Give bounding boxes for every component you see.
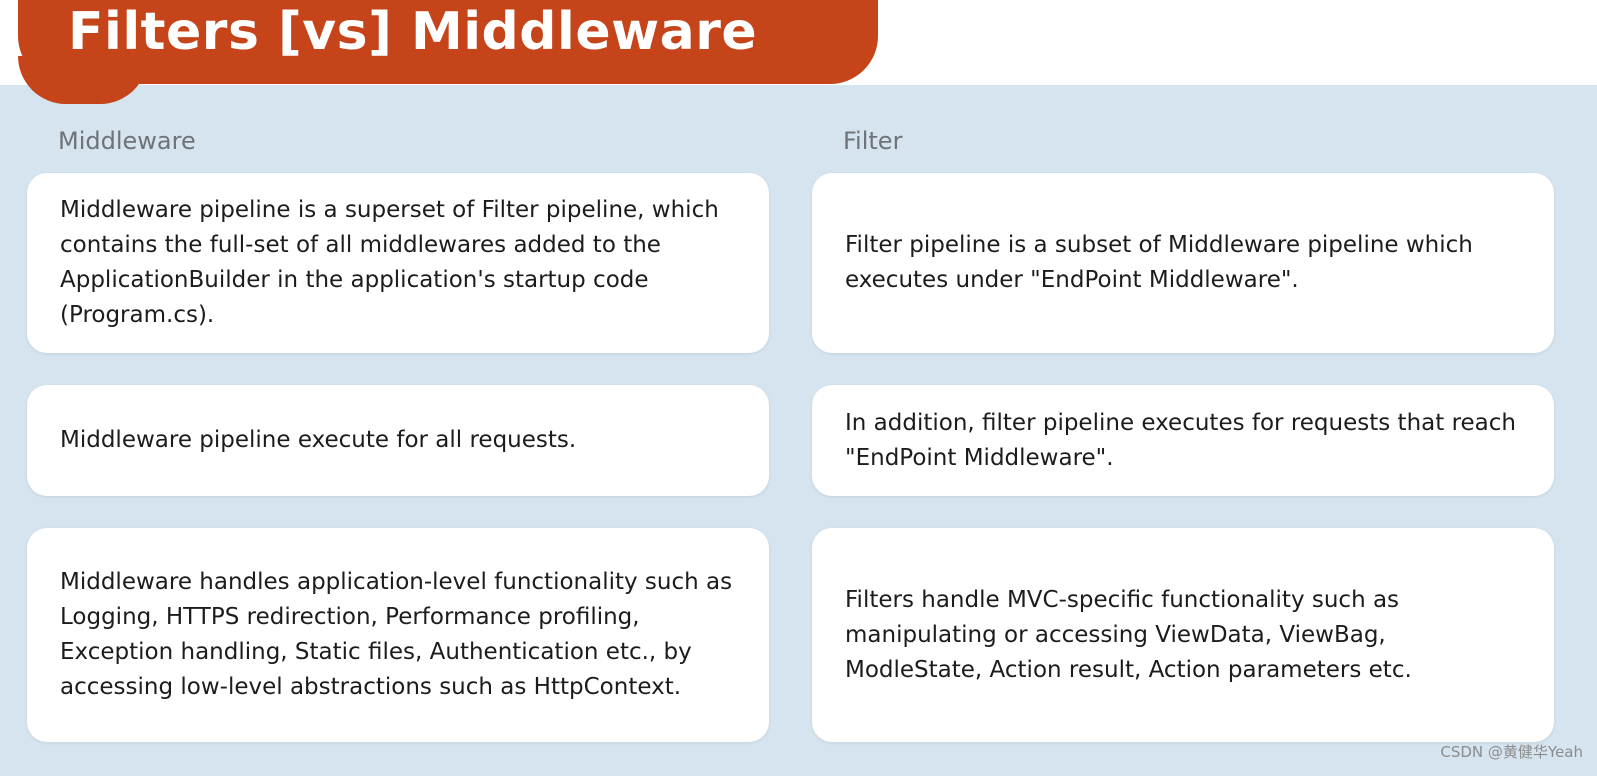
- middleware-column-heading: Middleware: [58, 127, 196, 155]
- filter-card-functionality: Filters handle MVC-specific functionalit…: [812, 528, 1554, 742]
- filter-card-endpoint-requests: In addition, filter pipeline executes fo…: [812, 385, 1554, 496]
- filter-card-text: In addition, filter pipeline executes fo…: [845, 409, 1516, 471]
- csdn-watermark: CSDN @黄健华Yeah: [1440, 743, 1583, 761]
- middleware-card-text: Middleware pipeline is a superset of Fil…: [60, 197, 719, 328]
- slide-title: Filters [vs] Middleware: [68, 2, 758, 62]
- middleware-card-text: Middleware handles application-level fun…: [60, 569, 733, 700]
- middleware-card-all-requests: Middleware pipeline execute for all requ…: [27, 385, 769, 496]
- title-banner-tail: [18, 56, 148, 104]
- filter-card-text: Filter pipeline is a subset of Middlewar…: [845, 232, 1473, 293]
- filter-card-text: Filters handle MVC-specific functionalit…: [845, 586, 1412, 683]
- middleware-card-text: Middleware pipeline execute for all requ…: [60, 427, 577, 453]
- middleware-card-superset: Middleware pipeline is a superset of Fil…: [27, 173, 769, 353]
- middleware-card-functionality: Middleware handles application-level fun…: [27, 528, 769, 742]
- filter-column-heading: Filter: [843, 127, 903, 155]
- filter-card-subset: Filter pipeline is a subset of Middlewar…: [812, 173, 1554, 353]
- title-banner: Filters [vs] Middleware: [18, 0, 878, 104]
